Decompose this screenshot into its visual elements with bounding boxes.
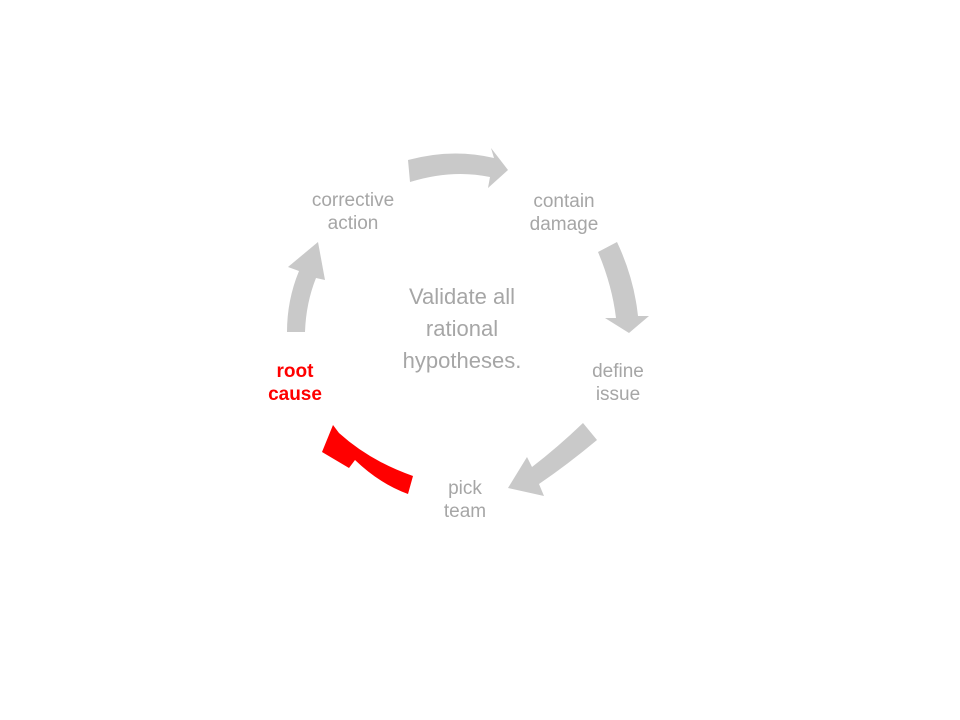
step-corrective-action[interactable]: corrective action <box>298 189 408 235</box>
arrow-define-to-pick <box>508 423 597 496</box>
arrow-pick-to-root[interactable] <box>322 425 413 494</box>
step-line: root <box>276 361 314 382</box>
step-pick-team[interactable]: pick team <box>425 477 505 523</box>
step-contain-damage[interactable]: contain damage <box>518 190 610 236</box>
step-line: define <box>592 361 644 382</box>
center-text-line: hypotheses. <box>402 348 522 373</box>
step-line: pick <box>448 478 482 499</box>
center-text-line: rational <box>425 316 499 341</box>
step-line: action <box>327 213 379 234</box>
step-root-cause[interactable]: root cause <box>255 360 335 406</box>
center-text: Validate all rational hypotheses. <box>372 281 552 377</box>
arrow-corrective-to-contain <box>408 148 508 188</box>
step-line: contain <box>533 191 595 212</box>
step-line: team <box>443 501 487 522</box>
step-define-issue[interactable]: define issue <box>578 360 658 406</box>
center-text-line: Validate all <box>409 284 515 309</box>
arrow-root-to-corrective <box>287 242 325 332</box>
step-line: cause <box>268 384 322 405</box>
step-line: damage <box>529 214 599 235</box>
step-line: issue <box>595 384 641 405</box>
arrow-contain-to-define <box>598 242 649 333</box>
step-line: corrective <box>311 190 395 211</box>
